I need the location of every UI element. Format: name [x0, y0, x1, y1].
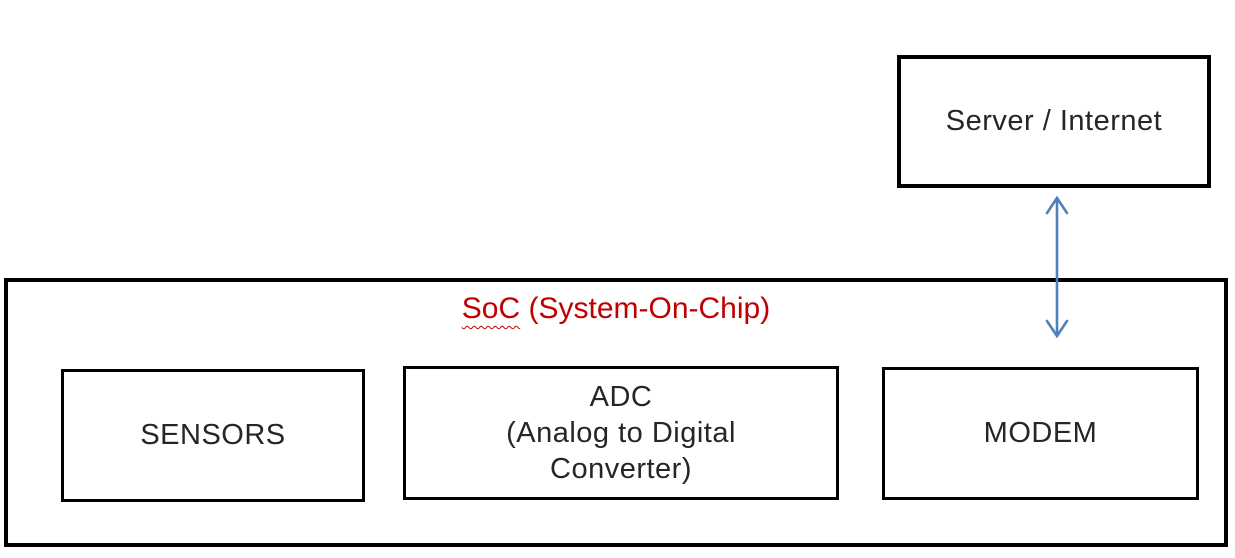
- arrow-head-up: [1045, 195, 1069, 215]
- adc-label-line1: ADC: [589, 380, 653, 413]
- adc-box: ADC (Analog to Digital Converter): [403, 366, 839, 500]
- modem-label: MODEM: [983, 417, 1098, 450]
- server-internet-box: Server / Internet: [897, 55, 1211, 188]
- sensors-box: SENSORS: [61, 369, 365, 502]
- arrow-head-down: [1045, 319, 1069, 339]
- sensors-label: SENSORS: [140, 419, 286, 452]
- adc-label-line2: (Analog to Digital: [506, 416, 736, 449]
- soc-title-word: SoC: [461, 292, 521, 325]
- adc-label: ADC (Analog to Digital Converter): [506, 379, 736, 488]
- adc-label-line3: Converter): [550, 453, 692, 486]
- modem-box: MODEM: [882, 367, 1199, 500]
- soc-title: SoC (System-On-Chip): [4, 291, 1228, 327]
- soc-title-rest: (System-On-Chip): [520, 292, 771, 325]
- bidirectional-arrow-icon: [1045, 195, 1069, 339]
- server-internet-label: Server / Internet: [945, 105, 1163, 138]
